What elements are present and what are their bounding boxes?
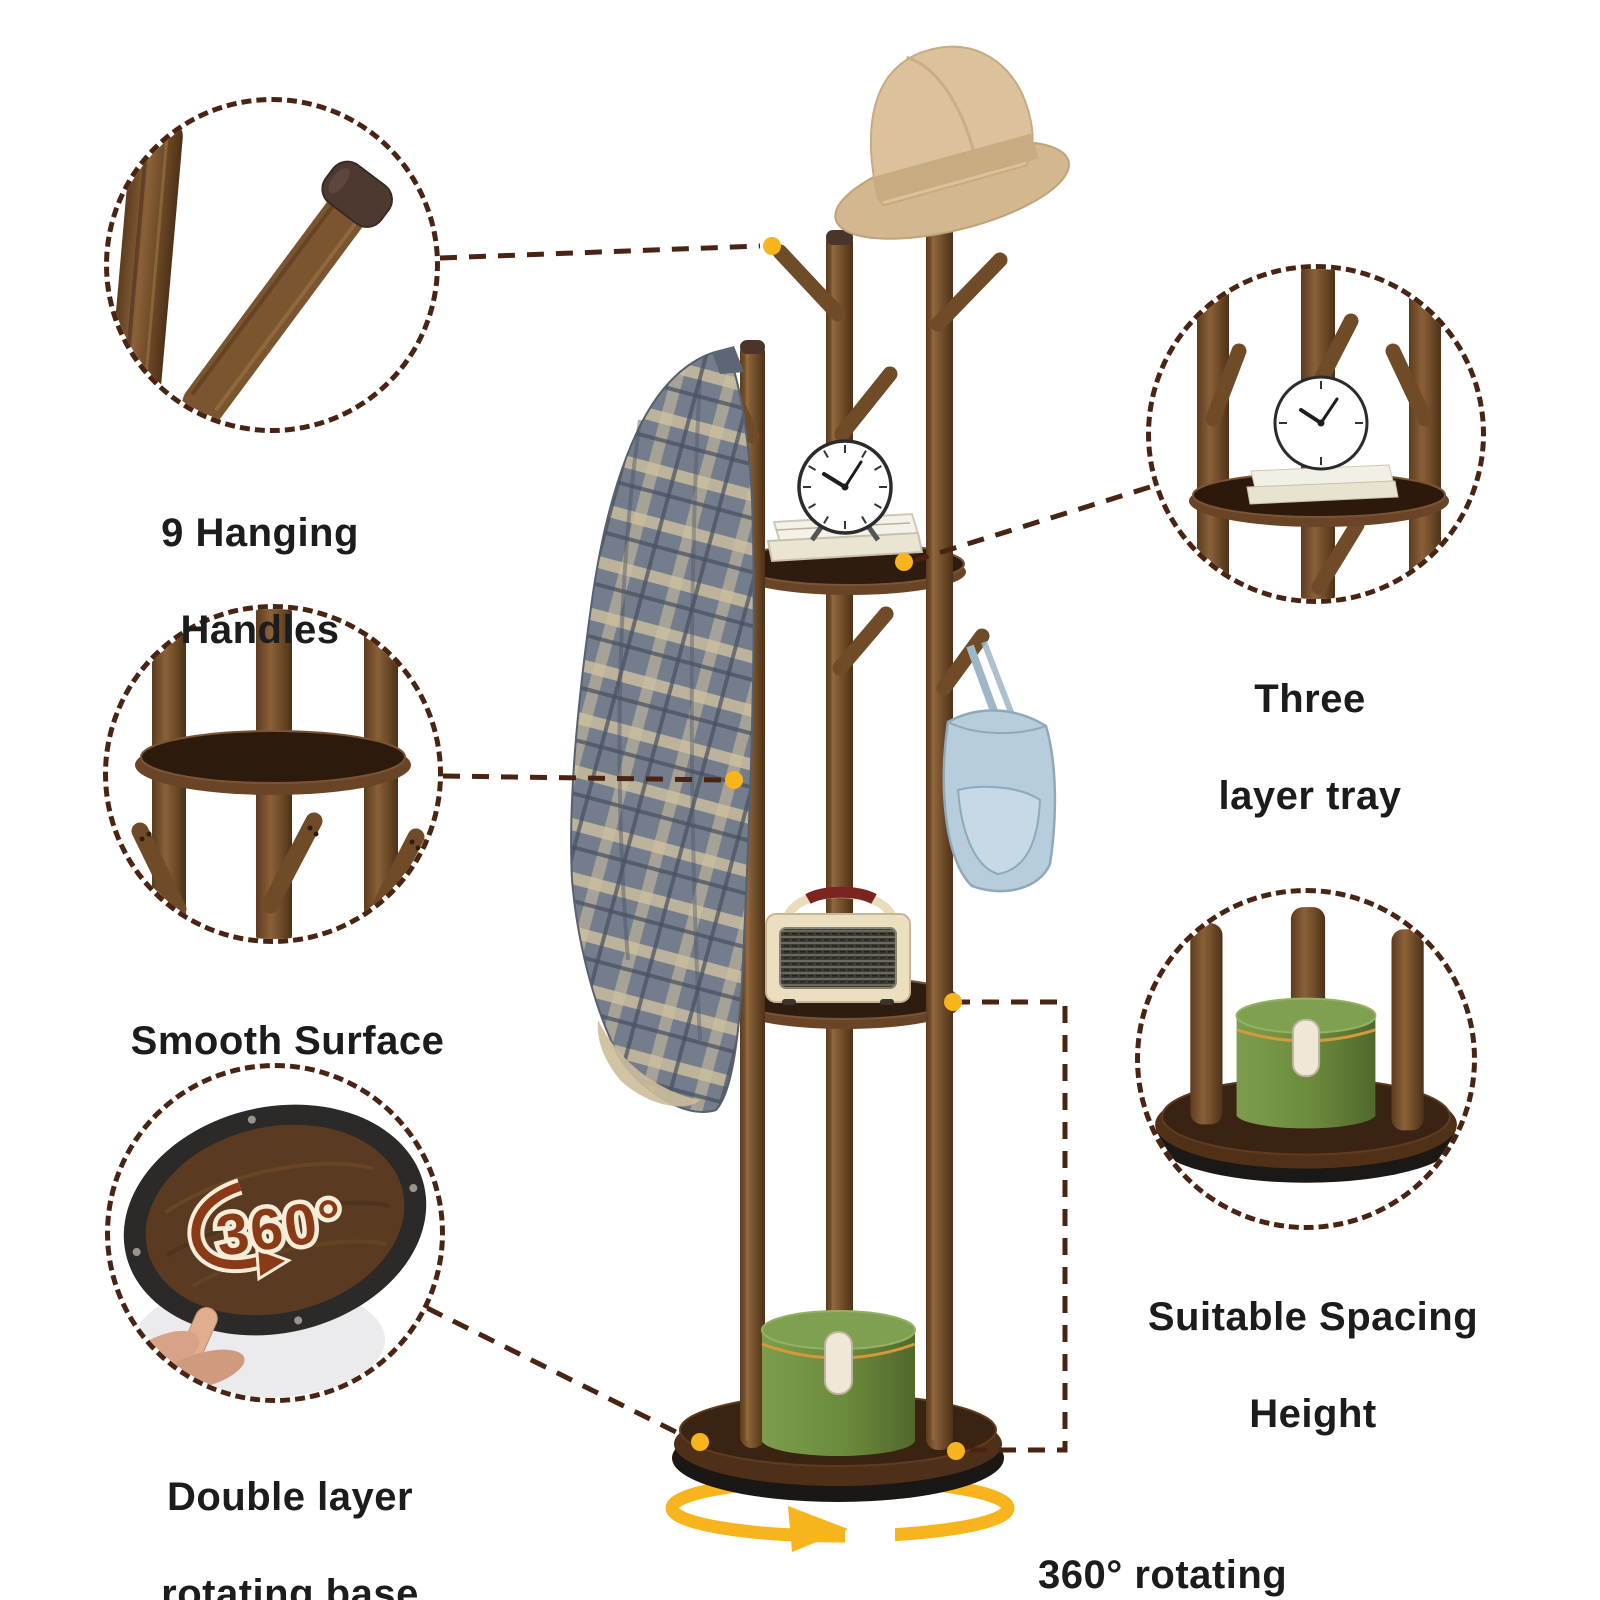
tray [135, 730, 411, 795]
anchor-dot-shirt [725, 771, 743, 789]
inset-three-layer-tray [1146, 264, 1486, 604]
handbag [942, 640, 1057, 893]
hat-storage-box [1235, 997, 1377, 1129]
hat-storage-box [761, 1310, 916, 1456]
label-hanging-handles: 9 Hanging Handles [60, 460, 460, 655]
rotating-base-photo: 360° [123, 1104, 427, 1398]
branch-hooks-center [772, 244, 898, 676]
smooth-surface-photo [131, 609, 425, 939]
label-smooth-surface: Smooth Surface [55, 968, 520, 1066]
pole-right [926, 150, 953, 1450]
label-line: Three [1254, 676, 1366, 721]
inset-spacing-height [1135, 888, 1477, 1230]
label-line: 9 Hanging [161, 510, 359, 555]
pole-center [826, 230, 853, 1448]
hook-end-cap [321, 160, 393, 228]
label-line: Handles [180, 608, 340, 653]
hanging-handle-photo [109, 115, 393, 428]
anchor-dot-base-left [691, 1433, 709, 1451]
connector-spacing-height [953, 999, 1068, 1453]
label-spacing-height: Suitable Spacing Height [1080, 1244, 1546, 1439]
alarm-clock [797, 439, 893, 542]
anchor-dots [691, 237, 965, 1460]
connector-three-layer-tray [915, 484, 1151, 563]
label-line: 360° rotating [1038, 1552, 1288, 1597]
connector-lines [425, 243, 1151, 1453]
label-rotating-base: Double layer rotating base [70, 1424, 510, 1600]
label-line: Height [1249, 1392, 1377, 1437]
radio-speaker [765, 886, 911, 1005]
label-three-layer-tray: Three layer tray [1110, 626, 1510, 821]
hook-tip-dots [139, 825, 421, 851]
spacing-height-photo [1153, 907, 1459, 1183]
connector-hanging-handles [439, 243, 761, 261]
connector-rotating-base [425, 1305, 690, 1441]
three-layer-tray-photo [1189, 269, 1449, 599]
anchor-dot-middle-tray [944, 993, 962, 1011]
alarm-clock [1273, 375, 1369, 471]
connector-smooth-surface [442, 773, 723, 783]
label-line: Smooth Surface [130, 1018, 445, 1063]
anchor-dot-base-right [947, 1442, 965, 1460]
label-line: rotating base [161, 1572, 419, 1600]
label-line: Double layer [166, 1474, 414, 1519]
anchor-dot-top-tray [895, 553, 913, 571]
badge-360: 360° [187, 1178, 352, 1282]
label-line: layer tray [1218, 774, 1402, 819]
hat [834, 45, 1070, 240]
inset-smooth-surface [103, 604, 443, 944]
hook-close-up [182, 190, 368, 427]
inset-hanging-handle [104, 97, 440, 433]
plaid-shirt [570, 346, 755, 1113]
label-line: Suitable Spacing [1147, 1294, 1479, 1339]
books [1246, 464, 1399, 505]
label-360-rotating: 360° rotating [1038, 1502, 1518, 1600]
anchor-dot-hook [763, 237, 781, 255]
inset-rotating-base: 360° [105, 1063, 445, 1403]
